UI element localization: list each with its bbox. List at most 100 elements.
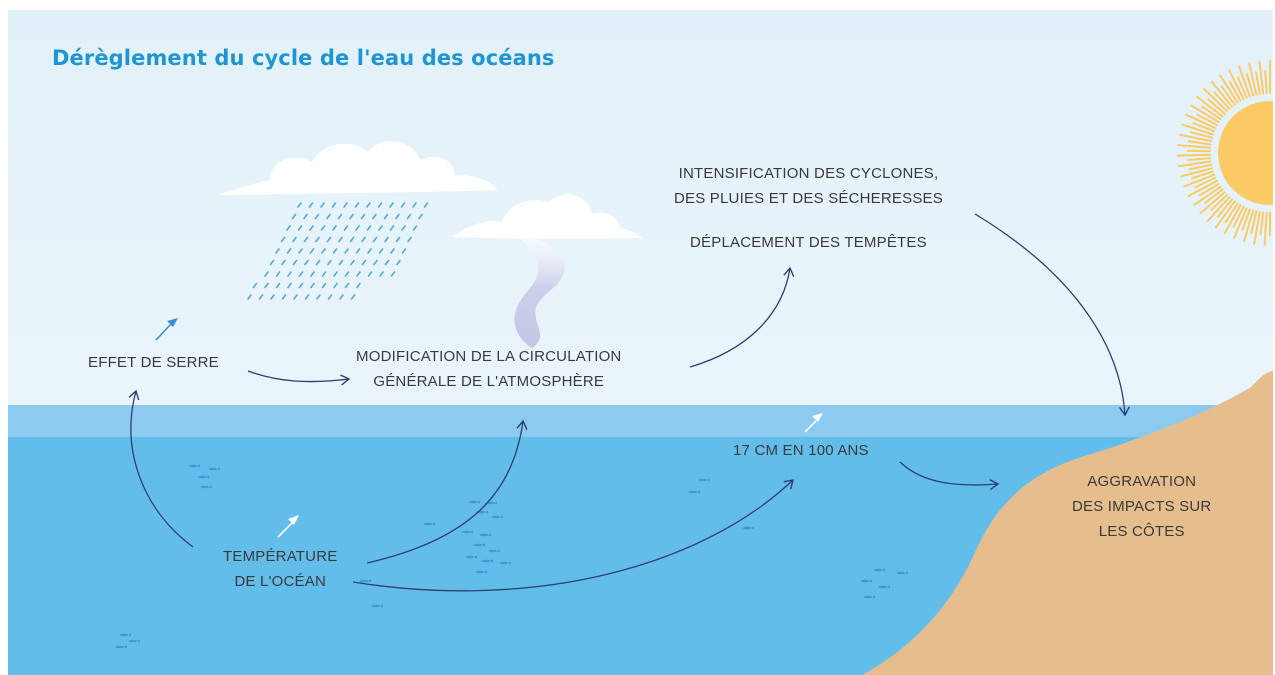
fish-tail (137, 639, 140, 643)
arrow-temperature-to-sea-level (352, 479, 794, 592)
rain-drop (384, 236, 389, 243)
rain-drop (412, 225, 418, 231)
rain-drop (297, 225, 303, 231)
sun-ray (1188, 163, 1213, 171)
rain-drop (258, 294, 264, 300)
fish-tail (380, 604, 383, 608)
fish-tail (484, 570, 487, 574)
fish-tail (474, 555, 477, 559)
rain-drop (373, 259, 378, 266)
arrow-temperature-to-greenhouse (128, 389, 194, 548)
fish-tail (490, 559, 493, 563)
fish-tail (432, 522, 435, 526)
rain-drop (344, 271, 350, 277)
rain-drop (333, 282, 338, 289)
cloud-icon (451, 194, 642, 239)
sun-ray (1255, 71, 1261, 95)
rain-drop (291, 213, 297, 220)
rain-drop (332, 225, 337, 231)
trend-up-arrow-icon (804, 413, 823, 433)
rain-drop (395, 236, 401, 243)
sky (8, 10, 1273, 406)
fish (878, 585, 888, 589)
rain-drop (337, 213, 343, 220)
fish-icon (115, 464, 908, 649)
rain-drop (355, 248, 361, 254)
rain-drop (384, 259, 390, 266)
fish (475, 570, 485, 574)
sun-ray (1193, 185, 1222, 206)
fish-tail (217, 467, 220, 471)
label-greenhouse: EFFET DE SERRE (88, 354, 219, 371)
rain-icon (247, 202, 429, 300)
sun-ray (1177, 160, 1212, 168)
rain-drop (423, 202, 429, 208)
fish-tail (494, 501, 497, 505)
rain-drop (303, 236, 309, 243)
label-cyclones-line: INTENSIFICATION DES CYCLONES, (678, 165, 939, 182)
rain-drop (327, 294, 333, 300)
sun-ray (1263, 211, 1268, 246)
rain-drop (304, 294, 310, 300)
sun-ray (1201, 105, 1222, 121)
rain-drop (395, 213, 400, 220)
rain-drop (383, 213, 389, 220)
fish-tail (707, 478, 710, 482)
cloud-icon (218, 141, 498, 195)
fish (698, 478, 708, 482)
rain-drop (320, 225, 326, 231)
fish (461, 530, 471, 534)
fish-tail (697, 490, 700, 494)
rain-drop (286, 225, 291, 231)
sun-ray (1177, 153, 1211, 157)
sun-ray (1196, 113, 1218, 126)
trend-up-arrow-icon (155, 318, 178, 341)
rain-drop (269, 259, 275, 266)
rain-drop (372, 213, 377, 220)
fish (128, 639, 138, 643)
sun-ray (1178, 133, 1213, 143)
arrow-circulation-to-storms (689, 266, 795, 368)
fish-tail (209, 485, 212, 489)
rain-drop (320, 202, 325, 208)
sun-ray (1194, 176, 1217, 189)
coast-sand (862, 371, 1273, 675)
rain-drop (361, 236, 366, 243)
fish (119, 633, 129, 637)
rain-drop (326, 236, 332, 243)
rain-drop (350, 294, 356, 300)
sun-ray (1187, 157, 1212, 161)
rain-drop (309, 225, 314, 231)
rain-drop (280, 236, 286, 243)
sun-ray (1220, 85, 1236, 106)
label-circulation-line: MODIFICATION DE LA CIRCULATION (356, 348, 622, 365)
fish (465, 555, 475, 559)
sun-ray (1223, 204, 1242, 235)
rain-drop (361, 259, 367, 266)
rain-drop (298, 248, 303, 254)
fish-tail (470, 530, 473, 534)
sun-ray (1232, 205, 1245, 228)
fish-tail (497, 549, 500, 553)
rain-drop (293, 294, 298, 300)
label-coasts-line: DES IMPACTS SUR (1072, 498, 1212, 515)
diagram-frame: Dérèglement du cycle de l'eau des océans… (8, 10, 1273, 675)
sun-ray (1248, 62, 1258, 96)
sun-ray (1191, 170, 1214, 180)
arrow-temperature-to-circulation (366, 419, 528, 564)
rain-drop (275, 248, 280, 254)
sun-ray (1180, 167, 1213, 178)
rain-drop (321, 271, 327, 277)
rain-drop (332, 248, 338, 254)
rain-drop (264, 271, 269, 277)
rain-drop (343, 225, 349, 231)
sun-ray (1250, 210, 1258, 234)
sun-ray (1224, 202, 1239, 223)
fish (371, 604, 381, 608)
sun-ray (1190, 104, 1220, 123)
sun-ray (1233, 207, 1248, 239)
sun-ray (1187, 149, 1211, 153)
fish-tail (869, 579, 872, 583)
rain-drop (309, 248, 315, 254)
label-cyclones-line: DES PLUIES ET DES SÉCHERESSES (674, 190, 943, 207)
